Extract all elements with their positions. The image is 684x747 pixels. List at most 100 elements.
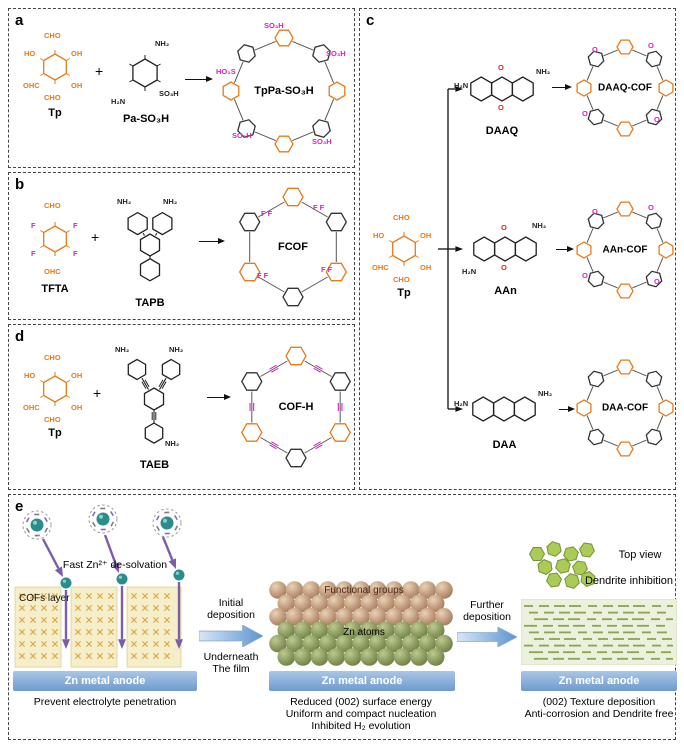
so3h-label: SO₃H [159,89,179,98]
f-label: F [73,249,78,258]
h2n-label: H₂N [111,97,126,106]
daa-structure: H₂N NH₂ [452,383,557,435]
nh2-label: NH₂ [169,345,184,354]
tp-hexagon-icon [40,50,70,84]
top-view-label: Top view [618,549,662,561]
tppa-so3h-name: TpPa-SO₃H [254,85,314,97]
aan-structure: O O NH₂ H₂N [458,219,553,279]
tp-name: Tp [397,287,411,299]
panel-e-letter: e [15,498,24,515]
o-label: O [501,223,507,232]
anode-bar-left: Zn metal anode [13,671,197,691]
right-caption: (002) Texture deposition [542,696,656,708]
h2n-label: H₂N [454,81,469,90]
tfta-hexagon-icon [40,222,70,256]
so3h-accent: SO₃H [232,131,252,140]
panel-c-letter: c [366,12,375,29]
oh-label: OH [420,263,432,272]
cof-h-name: COF-H [278,401,314,413]
nh2-label: NH₂ [165,439,180,448]
cof-h-ring: COF-H [231,339,361,475]
reaction-arrow [207,393,231,400]
tppa-so3h-ring: TpPa-SO₃H SO₃H SO₃H HO₃S SO₃H SO₃H [214,19,354,163]
nh2-label: NH₂ [155,39,170,48]
daaq-name: DAAQ [485,125,519,137]
o-label: O [498,103,504,112]
plus-sign: + [93,385,102,401]
o-label: O [498,63,504,72]
panel-b: b CHO OHC F F F F TFTA + NH₂ NH₂ TAPB FC… [8,172,355,320]
underneath-label: Underneath [203,651,259,663]
tfta-structure: CHO OHC F F F F [23,199,87,279]
benzene-hexagon-icon [129,55,161,91]
tp-hexagon-icon [389,232,419,266]
daa-cof-name: DAA-COF [601,402,649,414]
macrocycle-ring-icon [222,29,346,153]
left-caption: Prevent electrolyte penetration [33,696,177,708]
so3h-accent: SO₃H [264,21,284,30]
oh-label: OH [71,371,83,380]
cho-label: CHO [44,201,61,210]
zn-atoms-label: Zn atoms [343,627,385,638]
f-label: F [31,249,36,258]
cho-label: CHO [393,275,410,284]
ff-accent: F F [261,209,273,218]
nh2-label: NH₂ [115,345,130,354]
fcof-name: FCOF [278,241,308,253]
o-accent: O [592,45,598,54]
tp-name: Tp [48,427,62,439]
mid-caption: Inhibited H₂ evolution [311,720,411,732]
mid-caption: Uniform and compact nucleation [285,708,437,720]
anthracene-icon [472,396,536,422]
taeb-name: TAEB [139,459,170,471]
the-film-label: The film [212,663,250,675]
macrocycle-ring-icon [238,187,348,307]
cho-label: CHO [44,353,61,362]
branch-lines [438,86,463,412]
reaction-arrow [556,245,574,252]
dendrite-inhibition-label: Dendrite inhibition [584,575,674,587]
panel-a-letter: a [15,12,24,29]
daa-cof-ring: DAA-COF [574,349,676,467]
ohc-label: OHC [372,263,389,272]
macrocycle-ring-icon [576,201,674,299]
f-label: F [31,221,36,230]
o-accent: O [654,277,660,286]
anthraquinone-icon [473,236,537,262]
nh2-label: NH₂ [536,67,551,76]
initial-deposition-label: deposition [207,609,255,621]
deposition-arrow-icon [199,625,263,647]
f-label: F [73,221,78,230]
plus-sign: + [91,229,100,245]
reaction-arrow [199,237,225,244]
anode-bar-right: Zn metal anode [521,671,677,691]
o-accent: O [648,41,654,50]
h2n-label: H₂N [454,399,469,408]
ohc-label: OHC [23,403,40,412]
tapb-name: TAPB [135,297,165,309]
daa-name: DAA [492,439,517,451]
panel-b-letter: b [15,176,25,193]
h2n-label: H₂N [462,267,477,276]
panel-a: a CHO HO OH OHC OH CHO Tp + NH₂ H₂N SO₃H… [8,8,355,168]
deposition-arrow-icon [457,627,517,647]
panel-c: c CHO HO OH OHC OH CHO Tp O O H₂N NH₂ DA… [359,8,676,490]
tp-structure: CHO HO OH OHC OH CHO [23,353,87,424]
ho-label: HO [24,49,36,58]
desolvation-label: Fast Zn²⁺ de-solvation [62,559,168,571]
oh-label: OH [420,231,432,240]
cho-label: CHO [44,415,61,424]
oh-label: OH [71,81,83,90]
daaq-cof-name: DAAQ-COF [598,82,652,94]
ho3s-accent: HO₃S [216,67,236,76]
desolvation-cof-layer-graphic [14,504,185,668]
oh-label: OH [71,49,83,58]
macrocycle-ring-icon [241,346,351,468]
macrocycle-ring-icon [576,359,674,457]
aan-cof-name: AAn-COF [602,244,648,256]
aan-name: AAn [494,285,517,297]
o-accent: O [582,109,588,118]
tp-name: Tp [48,107,62,119]
so3h-accent: SO₃H [326,49,346,58]
